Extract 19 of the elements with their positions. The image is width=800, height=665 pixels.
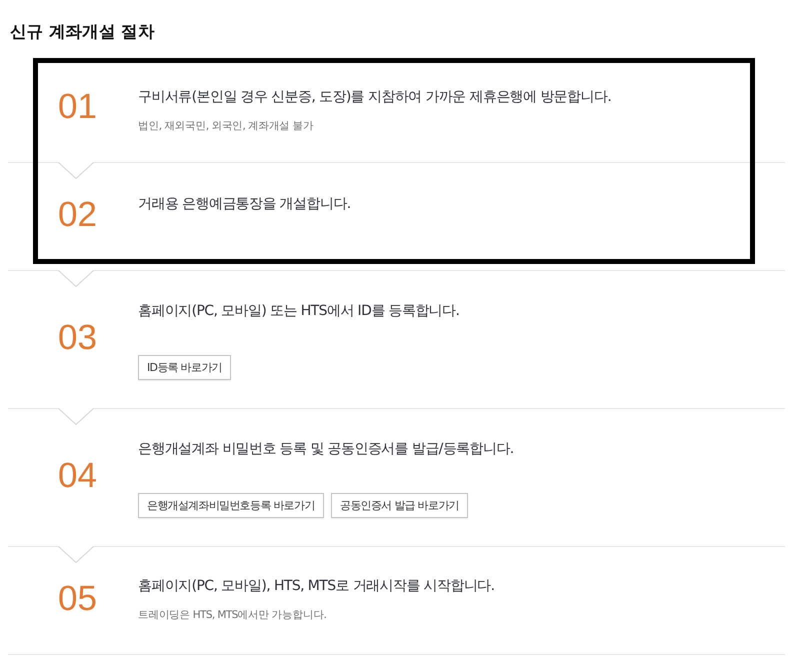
step-number: 04 bbox=[58, 456, 97, 496]
step-text: 홈페이지(PC, 모바일) 또는 HTS에서 ID를 등록합니다. bbox=[138, 302, 460, 321]
step-number: 05 bbox=[58, 579, 97, 619]
link-button: 은행개설계좌비밀번호등록 바로가기 bbox=[138, 493, 324, 518]
link-button: 공동인증서 발급 바로가기 bbox=[331, 493, 468, 518]
chevron bbox=[58, 546, 94, 564]
step-text: 구비서류(본인일 경우 신분증, 도장)를 지참하여 가까운 제휴은행에 방문합니다. bbox=[138, 88, 612, 107]
step-text: 거래용 은행예금통장을 개설합니다. bbox=[138, 195, 351, 214]
step-number: 03 bbox=[58, 318, 97, 358]
chevron bbox=[58, 270, 94, 288]
step-number: 01 bbox=[58, 87, 97, 127]
chevron bbox=[58, 408, 94, 426]
step-note: 트레이딩은 HTS, MTS에서만 가능합니다. bbox=[138, 608, 326, 622]
heading: 신규 계좌개설 절차 bbox=[10, 21, 154, 43]
step-text: 은행개설계좌 비밀번호 등록 및 공동인증서를 발급/등록합니다. bbox=[138, 440, 514, 459]
step-note: 법인, 재외국민, 외국인, 계좌개설 불가 bbox=[138, 119, 314, 133]
link-button: ID등록 바로가기 bbox=[138, 355, 231, 380]
step-text: 홈페이지(PC, 모바일), HTS, MTS로 거래시작를 시작합니다. bbox=[138, 577, 494, 596]
step-number: 02 bbox=[58, 195, 97, 235]
